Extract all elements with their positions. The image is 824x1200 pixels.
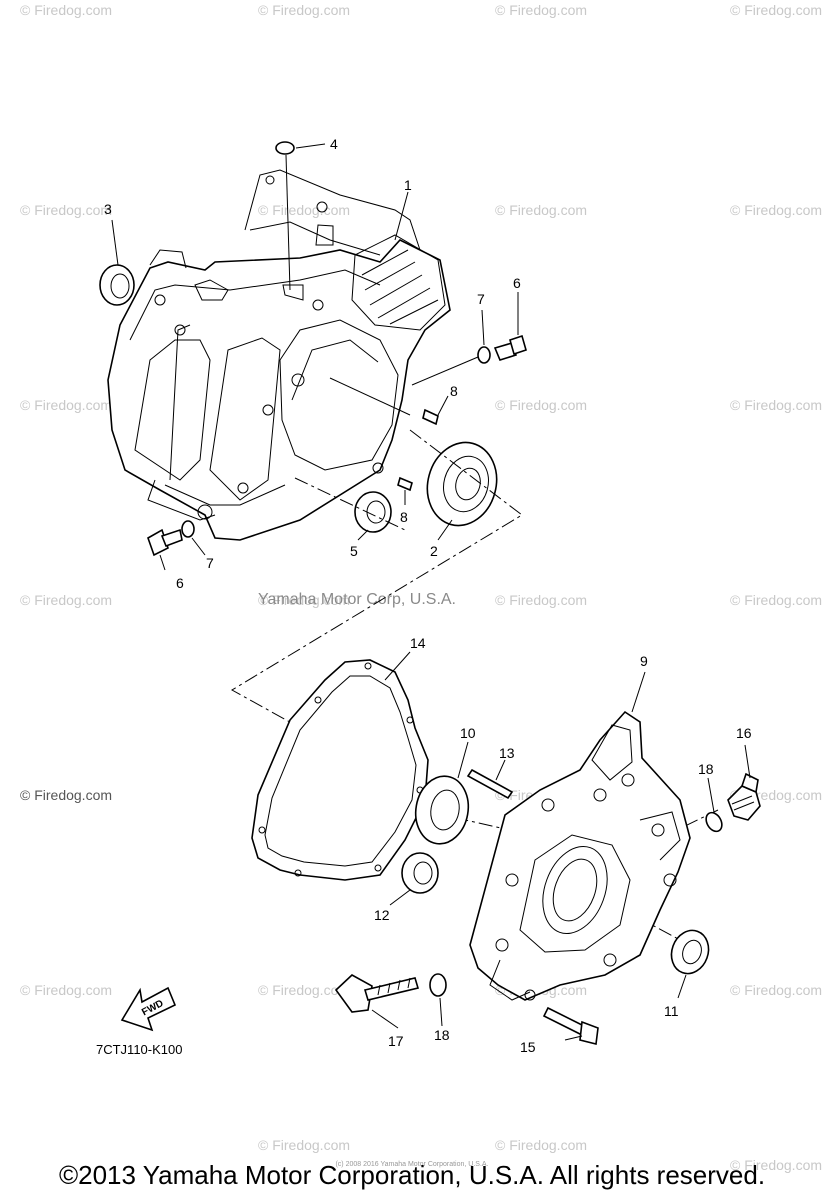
watermark: © Firedog.com — [495, 397, 587, 413]
watermark: © Firedog.com — [258, 982, 350, 998]
callout-18: 18 — [698, 761, 714, 777]
center-watermark: Yamaha Motor Corp, U.S.A. — [258, 591, 456, 608]
callout-6: 6 — [513, 275, 521, 291]
assembly-line — [294, 477, 406, 531]
watermark: © Firedog.com — [495, 592, 587, 608]
o-ring-18 — [705, 811, 723, 833]
dowel-8 — [397, 476, 413, 492]
callout-6: 6 — [176, 575, 184, 591]
oil-seal-11 — [670, 929, 710, 975]
callout-7: 7 — [477, 291, 485, 307]
callout-8: 8 — [400, 509, 408, 525]
callout-2: 2 — [430, 543, 438, 559]
watermark: © Firedog.com — [20, 202, 112, 218]
watermark: © Firedog.com — [495, 2, 587, 18]
watermark: © Firedog.com — [20, 787, 112, 803]
watermark: © Firedog.com — [730, 2, 822, 18]
bolt-6 — [147, 528, 183, 557]
callout-17: 17 — [388, 1033, 404, 1049]
leader-line — [329, 377, 411, 416]
callout-12: 12 — [374, 907, 390, 923]
leader-line — [437, 519, 453, 541]
leader-line — [457, 741, 469, 779]
leader-line — [439, 997, 443, 1027]
callout-8: 8 — [450, 383, 458, 399]
leader-line — [371, 1009, 399, 1029]
leader-line — [159, 554, 166, 571]
watermark: © Firedog.com — [730, 982, 822, 998]
callout-1: 1 — [404, 177, 412, 193]
leader-line — [707, 777, 715, 813]
washer-7 — [477, 346, 491, 364]
bearing-12 — [401, 852, 439, 894]
watermark: © Firedog.com — [258, 2, 350, 18]
bearing-2 — [426, 441, 498, 527]
callout-4: 4 — [330, 136, 338, 152]
leader-line — [295, 143, 326, 149]
leader-line — [437, 395, 449, 416]
pin-13 — [466, 768, 514, 800]
callout-10: 10 — [460, 725, 476, 741]
watermark: © Firedog.com — [730, 592, 822, 608]
leader-line — [564, 1035, 583, 1041]
bolt-6 — [493, 334, 527, 361]
watermark: © Firedog.com — [730, 1157, 822, 1173]
watermark: © Firedog.com — [730, 397, 822, 413]
crankcase-cover-9 — [469, 710, 691, 1001]
watermark: © Firedog.com — [20, 2, 112, 18]
leader-line — [744, 744, 751, 779]
callout-3: 3 — [104, 201, 112, 217]
crankcase-1 — [107, 169, 451, 541]
oil-seal-10 — [414, 775, 470, 845]
leader-line — [394, 191, 409, 241]
diagram-code: 7CTJ110-K100 — [96, 1042, 182, 1057]
o-ring-18 — [429, 973, 447, 997]
dipstick-17 — [334, 974, 420, 1013]
callout-9: 9 — [640, 653, 648, 669]
callout-labels: 1 2 3 4 5 6 6 7 7 8 8 9 10 11 12 13 14 1… — [104, 136, 752, 1055]
callout-16: 16 — [736, 725, 752, 741]
leader-line — [411, 356, 479, 386]
bolt-15 — [542, 1006, 599, 1045]
fwd-arrow-icon: FWD — [120, 986, 177, 1032]
watermark: © Firedog.com — [258, 592, 350, 608]
oil-seal-3 — [99, 264, 135, 306]
leader-line — [384, 651, 411, 681]
watermark: © Firedog.com — [495, 202, 587, 218]
plug-16 — [727, 772, 761, 821]
copyright-notice: ©2013 Yamaha Motor Corporation, U.S.A. A… — [58, 1160, 766, 1190]
tiny-notice: (c) 2008 2016 Yamaha Motor Corporation, … — [335, 1161, 489, 1168]
bearing-5 — [354, 491, 392, 533]
gasket-14 — [251, 659, 429, 881]
watermark: © Firedog.com — [258, 1137, 350, 1153]
leader-line — [389, 889, 411, 906]
leader-line — [631, 671, 646, 713]
callout-11: 11 — [664, 1003, 679, 1019]
watermark: © Firedog.com — [20, 397, 112, 413]
dowel-8 — [422, 408, 439, 426]
watermark: © Firedog.com — [258, 202, 350, 218]
callout-13: 13 — [499, 745, 515, 761]
leader-line — [677, 974, 687, 999]
callout-14: 14 — [410, 635, 426, 651]
watermark: © Firedog.com — [20, 592, 112, 608]
callout-5: 5 — [350, 543, 358, 559]
callout-15: 15 — [520, 1039, 536, 1055]
leader-line — [111, 219, 119, 266]
leader-line — [285, 154, 291, 291]
leader-line — [191, 537, 206, 556]
watermark: © Firedog.com — [495, 1137, 587, 1153]
washer-7 — [181, 520, 195, 538]
watermark: © Firedog.com — [20, 982, 112, 998]
watermark: © Firedog.com — [730, 202, 822, 218]
leader-line — [495, 759, 506, 781]
leader-line — [357, 529, 369, 541]
callout-7: 7 — [206, 555, 214, 571]
callout-18: 18 — [434, 1027, 450, 1043]
washer-4 — [275, 141, 295, 155]
leader-line — [481, 309, 485, 346]
